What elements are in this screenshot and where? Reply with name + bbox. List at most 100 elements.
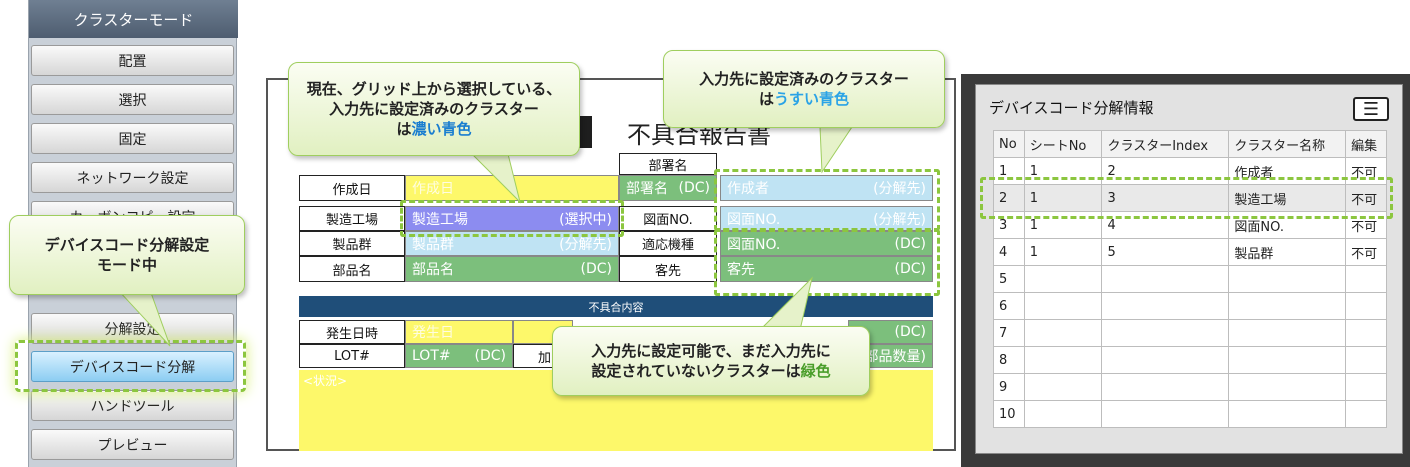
table-row[interactable]: 10 (993, 400, 1387, 428)
cell-cluster-index[interactable]: 3 (1101, 184, 1230, 212)
cluster-text: 製品群 (412, 236, 454, 253)
cluster-text: 製造工場 (412, 211, 468, 228)
cell-cluster-name[interactable] (1228, 265, 1347, 293)
cluster-creator[interactable]: 作成者 (分解先) (720, 175, 933, 201)
cell-cluster-name[interactable]: 製品群 (1228, 238, 1347, 266)
cell-cluster-index[interactable] (1101, 265, 1230, 293)
cell-edit[interactable] (1345, 265, 1387, 293)
cluster-lot[interactable]: LOT# (DC) (405, 344, 513, 368)
callout-line: 設定されていないクラスターは緑色 (591, 361, 830, 381)
cell-edit[interactable]: 不可 (1345, 184, 1387, 212)
cell-no[interactable]: 1 (993, 157, 1025, 185)
cell-edit[interactable] (1345, 373, 1387, 401)
callout-color-word: うすい青色 (774, 90, 850, 108)
cell-cluster-index[interactable] (1101, 346, 1230, 374)
label-add: 加 (513, 344, 553, 368)
column-header-sheet-no[interactable]: シートNo (1023, 130, 1103, 158)
panel-title: デバイスコード分解情報 (989, 99, 1154, 117)
cell-no[interactable]: 6 (993, 292, 1025, 320)
cluster-occur-date[interactable]: 発生日 (405, 320, 513, 344)
cell-edit[interactable] (1345, 292, 1387, 320)
column-header-cluster-index[interactable]: クラスターIndex (1101, 130, 1230, 158)
cell-cluster-name[interactable]: 製造工場 (1228, 184, 1347, 212)
cluster-suffix: (分解先) (873, 181, 926, 197)
cell-sheet-no[interactable] (1023, 373, 1103, 401)
menu-button-network-setting[interactable]: ネットワーク設定 (31, 162, 234, 193)
active-mode-highlight (15, 340, 246, 392)
menu-button-device-code-decompose[interactable]: デバイスコード分解 (31, 351, 234, 382)
cluster-created-date[interactable]: 作成日 (405, 175, 619, 201)
cell-cluster-index[interactable] (1101, 292, 1230, 320)
cell-cluster-name[interactable]: 図面NO. (1228, 211, 1347, 239)
cell-sheet-no[interactable] (1023, 346, 1103, 374)
menu-button-select[interactable]: 選択 (31, 84, 234, 115)
cell-no[interactable]: 10 (993, 400, 1025, 428)
cluster-text: 客先 (727, 262, 755, 278)
cell-cluster-name[interactable] (1228, 400, 1347, 428)
cell-edit[interactable]: 不可 (1345, 211, 1387, 239)
cell-no[interactable]: 7 (993, 319, 1025, 347)
cell-cluster-index[interactable]: 4 (1101, 211, 1230, 239)
cell-no[interactable]: 9 (993, 373, 1025, 401)
label-occur-datetime: 発生日時 (299, 320, 405, 344)
cell-sheet-no[interactable]: 1 (1023, 157, 1103, 185)
cell-edit[interactable] (1345, 319, 1387, 347)
table-row[interactable]: 7 (993, 319, 1387, 347)
cell-sheet-no[interactable] (1023, 265, 1103, 293)
cluster-customer[interactable]: 客先 (DC) (720, 256, 933, 282)
cell-no[interactable]: 8 (993, 346, 1025, 374)
cluster-dept[interactable]: 部署名 (DC) (619, 175, 717, 201)
cluster-text: 部署名 (626, 181, 668, 197)
cell-cluster-name[interactable] (1228, 373, 1347, 401)
callout-color-word: 緑色 (800, 362, 831, 380)
table-row[interactable]: 6 (993, 292, 1387, 320)
table-row[interactable]: 8 (993, 346, 1387, 374)
cell-cluster-name[interactable] (1228, 292, 1347, 320)
column-header-cluster-name[interactable]: クラスター名称 (1228, 130, 1347, 158)
cluster-factory[interactable]: 製造工場 (選択中) (405, 206, 619, 231)
defect-content-header: 不具合内容 (299, 296, 933, 317)
label-customer: 客先 (619, 256, 717, 282)
cluster-suffix: (分解先) (559, 236, 612, 253)
cell-no[interactable]: 4 (993, 238, 1025, 266)
menu-button-preview[interactable]: プレビュー (31, 429, 234, 460)
menu-icon[interactable]: ☰ (1353, 97, 1389, 121)
cell-cluster-index[interactable]: 2 (1101, 157, 1230, 185)
column-header-edit[interactable]: 編集 (1345, 130, 1387, 158)
cell-sheet-no[interactable]: 1 (1023, 184, 1103, 212)
cell-edit[interactable] (1345, 400, 1387, 428)
label-model: 適応機種 (619, 231, 717, 256)
cluster-part-name[interactable]: 部品名 (DC) (405, 256, 619, 282)
cell-sheet-no[interactable] (1023, 319, 1103, 347)
column-header-no[interactable]: No (993, 130, 1025, 158)
cluster-suffix: (DC) (894, 235, 926, 252)
menu-button-fix[interactable]: 固定 (31, 123, 234, 154)
cell-sheet-no[interactable] (1023, 292, 1103, 320)
cluster-model-drawing[interactable]: 図面NO. (DC) (720, 231, 933, 256)
cell-cluster-index[interactable] (1101, 319, 1230, 347)
table-row[interactable]: 9 (993, 373, 1387, 401)
cell-sheet-no[interactable]: 1 (1023, 238, 1103, 266)
table-row[interactable]: 5 (993, 265, 1387, 293)
cell-edit[interactable]: 不可 (1345, 238, 1387, 266)
callout-line: モード中 (96, 256, 157, 274)
cluster-text: 発生日 (412, 325, 454, 341)
sidebar-header: クラスターモード (29, 0, 238, 38)
cell-cluster-index[interactable] (1101, 373, 1230, 401)
menu-button-place[interactable]: 配置 (31, 45, 234, 76)
cell-cluster-name[interactable] (1228, 319, 1347, 347)
cell-edit[interactable] (1345, 346, 1387, 374)
cell-sheet-no[interactable] (1023, 400, 1103, 428)
callout-available-green: 入力先に設定可能で、まだ入力先に 設定されていないクラスターは緑色 (552, 326, 870, 396)
cell-no[interactable]: 2 (993, 184, 1025, 212)
cell-cluster-name[interactable] (1228, 346, 1347, 374)
cell-no[interactable]: 5 (993, 265, 1025, 293)
cell-cluster-index[interactable]: 5 (1101, 238, 1230, 266)
menu-button-hand-tool[interactable]: ハンドツール (31, 390, 234, 421)
cell-cluster-index[interactable] (1101, 400, 1230, 428)
cluster-suffix: (DC) (894, 324, 926, 340)
